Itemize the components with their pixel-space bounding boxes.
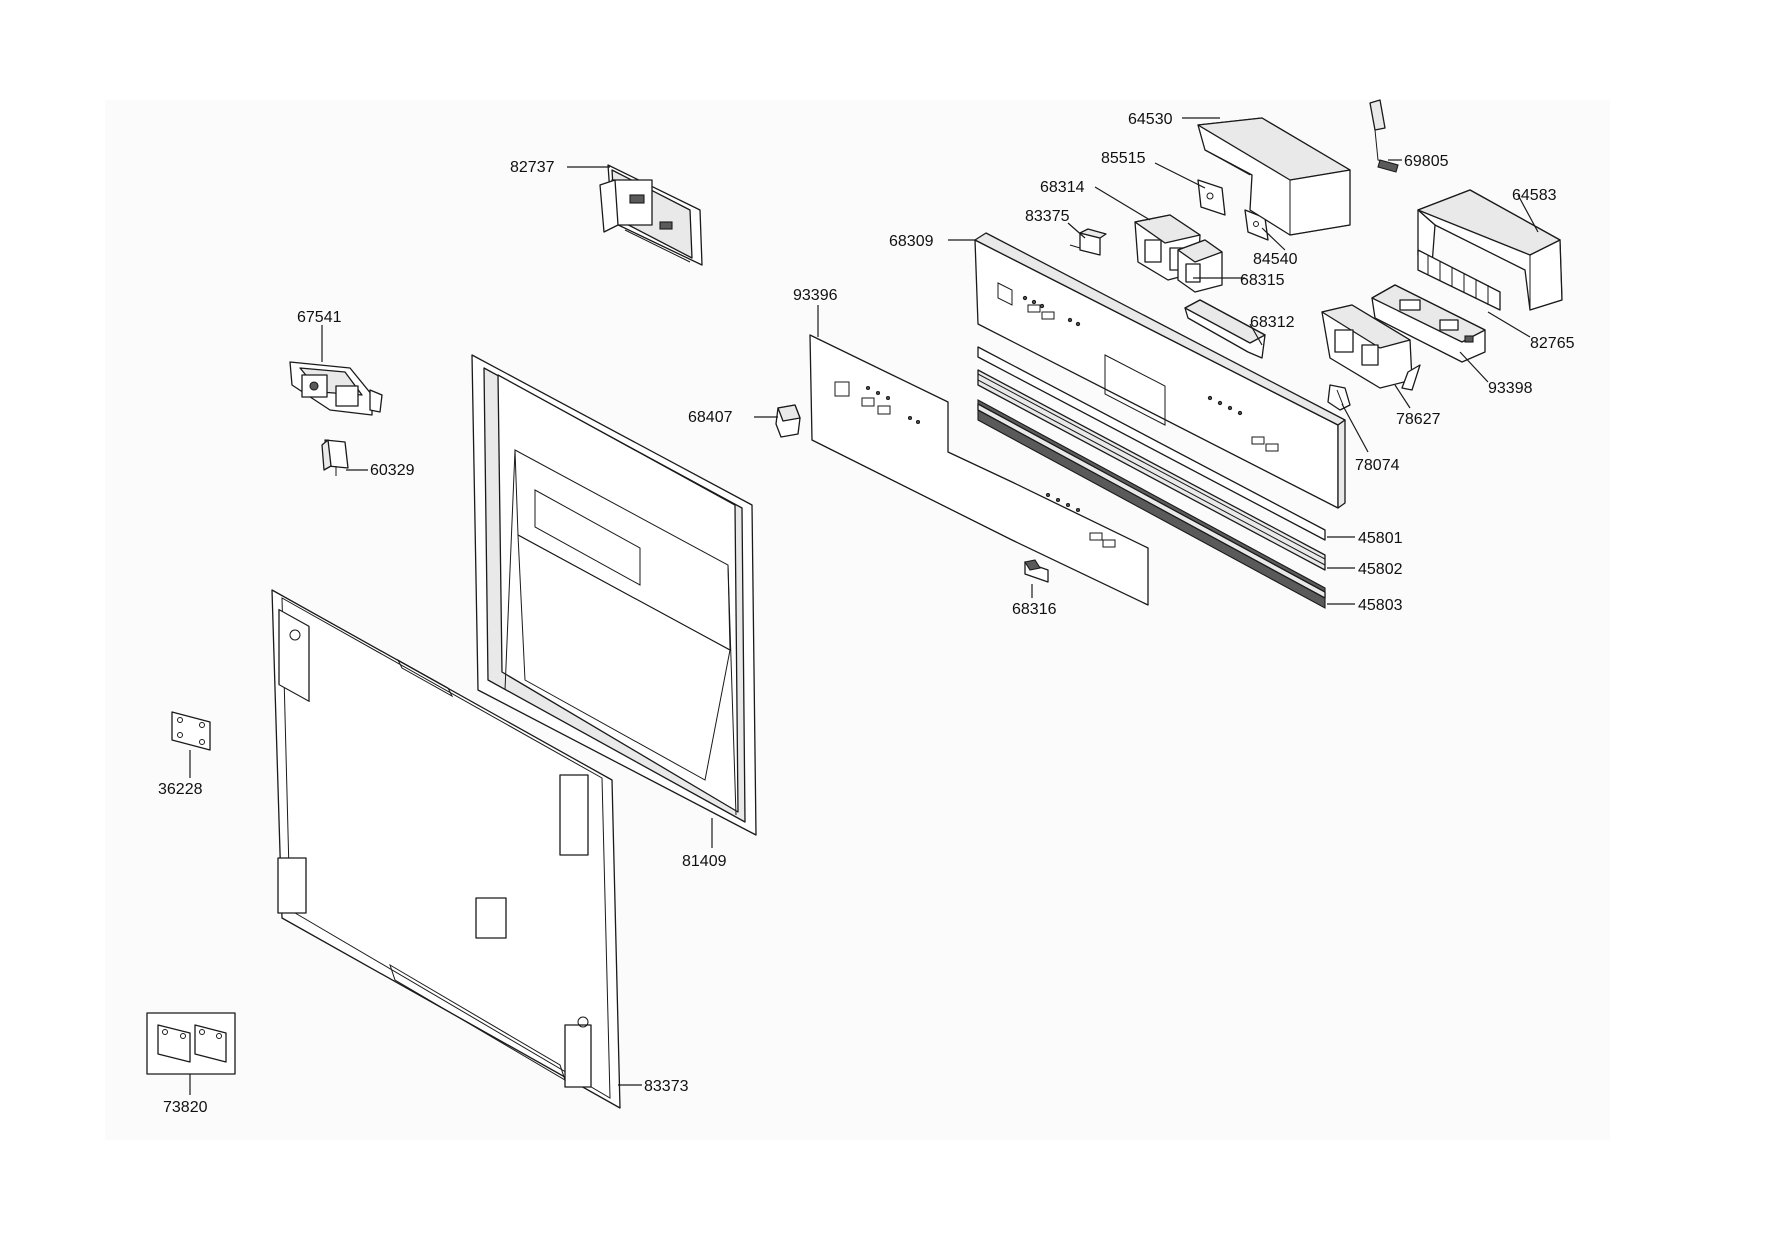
part-81409-inner-door-frame	[471, 354, 757, 836]
part-64530-cover	[1197, 117, 1351, 236]
label-68309: 68309	[889, 233, 934, 250]
label-64530: 64530	[1128, 111, 1173, 128]
label-93398: 93398	[1488, 380, 1533, 397]
part-69805-cable	[1369, 99, 1399, 173]
part-36228-bracket	[171, 711, 211, 751]
label-73820: 73820	[163, 1099, 208, 1116]
part-93398-board	[1371, 284, 1486, 363]
label-84540: 84540	[1253, 251, 1298, 268]
part-45803-strip	[977, 399, 1326, 609]
part-68407-knob	[775, 404, 801, 438]
label-68314: 68314	[1040, 179, 1085, 196]
part-64583-cover	[1417, 189, 1563, 311]
part-67541-switch	[289, 361, 383, 416]
label-85515: 85515	[1101, 150, 1146, 167]
label-36228: 36228	[158, 781, 203, 798]
label-45803: 45803	[1358, 597, 1403, 614]
label-67541: 67541	[297, 309, 342, 326]
diagram-background	[105, 100, 1610, 1140]
label-64583: 64583	[1512, 187, 1557, 204]
part-82765-strip	[1417, 249, 1501, 311]
part-82737-assembly	[599, 164, 703, 266]
label-45802: 45802	[1358, 561, 1403, 578]
part-45801-strip	[977, 346, 1326, 541]
part-68312-rail	[1184, 299, 1266, 359]
label-93396: 93396	[793, 287, 838, 304]
part-73820-bracket-kit	[146, 1012, 236, 1075]
label-68312: 68312	[1250, 314, 1295, 331]
label-69805: 69805	[1404, 153, 1449, 170]
label-45801: 45801	[1358, 530, 1403, 547]
label-81409: 81409	[682, 853, 727, 870]
label-68315: 68315	[1240, 272, 1285, 289]
label-83373: 83373	[644, 1078, 689, 1095]
label-83375: 83375	[1025, 208, 1070, 225]
part-85515-board	[1197, 179, 1226, 216]
part-83375-connector	[1069, 228, 1107, 256]
label-78074: 78074	[1355, 457, 1400, 474]
part-78074-bracket	[1327, 384, 1351, 411]
part-68315-module	[1177, 239, 1223, 293]
part-45802-strip	[977, 369, 1326, 571]
leader-lines	[189, 117, 1539, 1095]
label-78627: 78627	[1396, 411, 1441, 428]
label-82765: 82765	[1530, 335, 1575, 352]
label-68316: 68316	[1012, 601, 1057, 618]
part-68316-button	[1024, 559, 1049, 583]
part-number-labels: 64530 69805 85515 68314 64583 82737 8337…	[158, 111, 1575, 1116]
part-68309-control-panel	[974, 232, 1346, 509]
label-60329: 60329	[370, 462, 415, 479]
label-82737: 82737	[510, 159, 555, 176]
part-93396-control-foil	[809, 334, 1149, 606]
label-68407: 68407	[688, 409, 733, 426]
part-83373-outer-door-panel	[271, 589, 621, 1109]
part-78627-housing	[1321, 304, 1421, 391]
part-60329-clip	[321, 439, 349, 476]
